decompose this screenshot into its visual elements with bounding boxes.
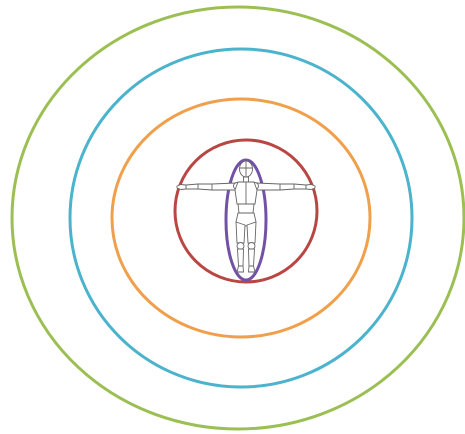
- figure-right-shin: [249, 249, 255, 266]
- figure-left-hand: [177, 185, 186, 190]
- figure-left-arm: [186, 183, 236, 190]
- figure-right-hand: [306, 185, 315, 190]
- figure-left-foot: [237, 266, 244, 272]
- figure-left-thigh: [236, 222, 245, 243]
- figure-right-arm: [256, 183, 306, 190]
- figure-right-thigh: [247, 222, 256, 243]
- figure-right-knee: [248, 243, 255, 250]
- figure-left-knee: [237, 243, 244, 250]
- figure-right-foot: [249, 266, 256, 272]
- figure-left-shin: [238, 249, 244, 266]
- figure-abdomen: [238, 204, 254, 213]
- figure-neck: [244, 177, 249, 182]
- human-figure: [177, 161, 315, 272]
